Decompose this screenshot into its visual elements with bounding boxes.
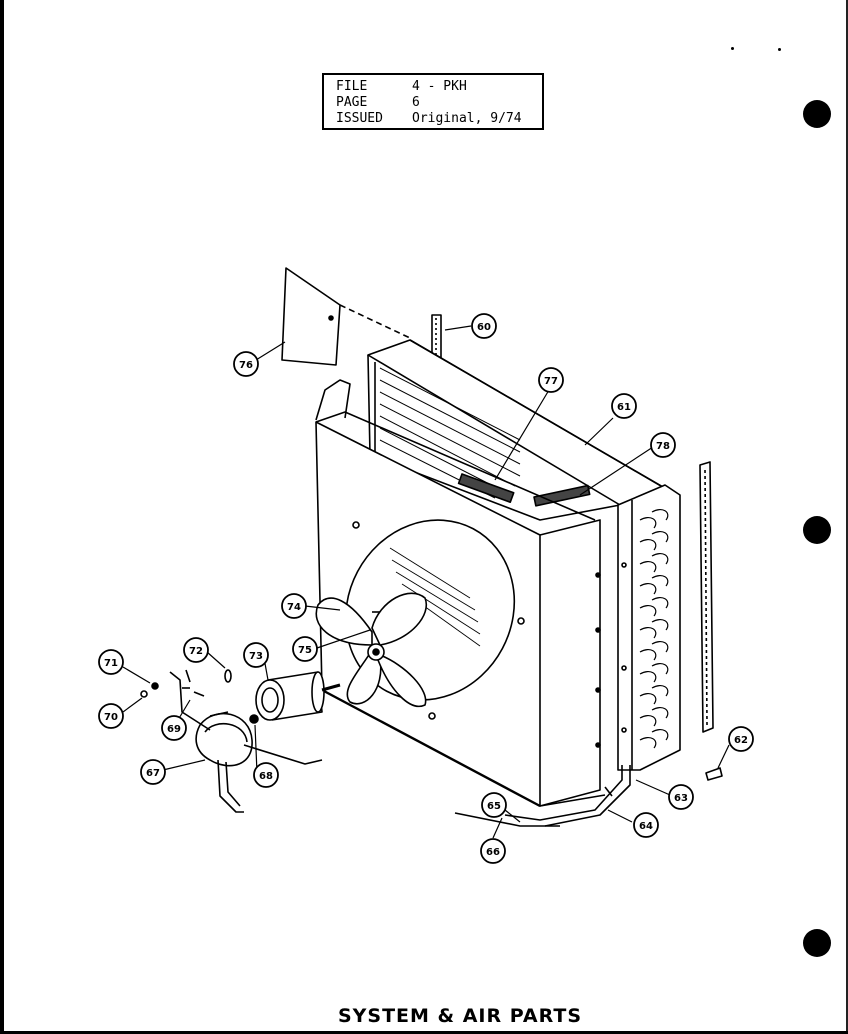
callout-62: 62 (728, 726, 754, 752)
callout-71-label: 71 (104, 658, 118, 669)
callout-78: 78 (650, 432, 676, 458)
speck (731, 47, 734, 50)
binder-hole-top (803, 100, 831, 128)
leader-lines (122, 325, 730, 839)
fan-shroud (315, 379, 606, 808)
binder-hole-middle (803, 516, 831, 544)
callout-69-label: 69 (167, 724, 181, 735)
page-title: SYSTEM & AIR PARTS (337, 1005, 583, 1027)
callout-76-label: 76 (239, 360, 253, 371)
callout-64-label: 64 (639, 821, 653, 832)
callout-67-label: 67 (146, 768, 160, 779)
callout-76: 76 (233, 351, 259, 377)
callout-61-label: 61 (617, 402, 631, 413)
callouts: 60 61 62 63 64 65 66 67 68 69 70 71 72 7… (98, 313, 754, 864)
callout-70: 70 (98, 703, 124, 729)
page-right-edge (846, 0, 848, 1034)
side-bracket (699, 461, 714, 733)
callout-77: 77 (538, 367, 564, 393)
callout-73-label: 73 (249, 651, 263, 662)
motor-mount (140, 669, 323, 813)
callout-75-label: 75 (298, 645, 312, 656)
callout-74-label: 74 (287, 602, 301, 613)
callout-66-label: 66 (486, 847, 500, 858)
callout-61: 61 (611, 393, 637, 419)
speck (778, 48, 781, 51)
screw (705, 767, 723, 781)
file-label: FILE (336, 79, 368, 94)
page-row: PAGE 6 (336, 95, 542, 111)
page-label: PAGE (336, 95, 368, 110)
callout-72-label: 72 (189, 646, 203, 657)
callout-65: 65 (481, 792, 507, 818)
page-left-edge (0, 0, 4, 1034)
cover-panel (281, 267, 411, 366)
file-value: 4 - PKH (412, 79, 467, 94)
evaporator-coil (617, 484, 681, 771)
fan-motor (255, 671, 341, 721)
binder-hole-bottom (803, 929, 831, 957)
callout-69: 69 (161, 715, 187, 741)
callout-72: 72 (183, 637, 209, 663)
foam-pad-left (457, 473, 515, 504)
callout-68: 68 (253, 762, 279, 788)
callout-73: 73 (243, 642, 269, 668)
callout-77-label: 77 (544, 376, 558, 387)
callout-74: 74 (281, 593, 307, 619)
callout-64: 64 (633, 812, 659, 838)
callout-75: 75 (292, 636, 318, 662)
callout-70-label: 70 (104, 712, 118, 723)
callout-60: 60 (471, 313, 497, 339)
file-info-box: FILE 4 - PKH PAGE 6 ISSUED Original, 9/7… (322, 73, 544, 130)
issued-label: ISSUED (336, 111, 383, 126)
callout-60-label: 60 (477, 322, 491, 333)
callout-62-label: 62 (734, 735, 748, 746)
callout-67: 67 (140, 759, 166, 785)
issued-value: Original, 9/74 (412, 111, 522, 126)
file-row: FILE 4 - PKH (336, 79, 542, 95)
callout-63-label: 63 (674, 793, 688, 804)
callout-66: 66 (480, 838, 506, 864)
issued-row: ISSUED Original, 9/74 (336, 111, 542, 127)
page-bottom-edge (0, 1031, 848, 1034)
tubing (454, 765, 631, 827)
callout-65-label: 65 (487, 801, 501, 812)
callout-63: 63 (668, 784, 694, 810)
page-value: 6 (412, 95, 420, 110)
callout-71: 71 (98, 649, 124, 675)
callout-78-label: 78 (656, 441, 670, 452)
fan-blade (315, 592, 428, 708)
foam-pad-right (533, 484, 591, 507)
callout-68-label: 68 (259, 771, 273, 782)
